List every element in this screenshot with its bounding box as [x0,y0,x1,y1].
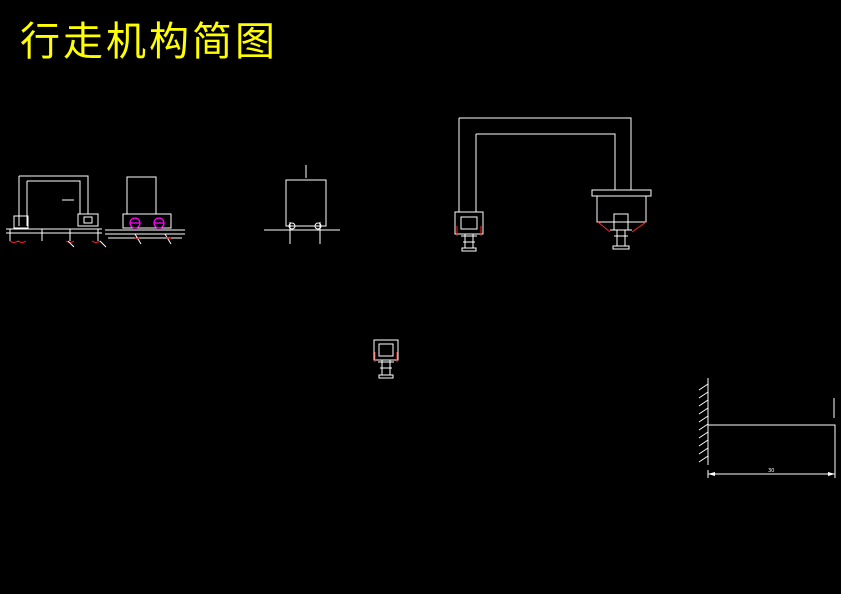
gantry-arch-view [454,117,652,252]
dimension-label: 30 [768,468,774,474]
wheel-detail-view [373,339,399,379]
gantry-side-view [6,175,107,248]
frame-block-view [264,165,340,244]
cantilever-dimension-view [698,378,836,478]
trolley-wheel-view [105,176,185,245]
page-title: 行走机构简图 [20,19,278,65]
